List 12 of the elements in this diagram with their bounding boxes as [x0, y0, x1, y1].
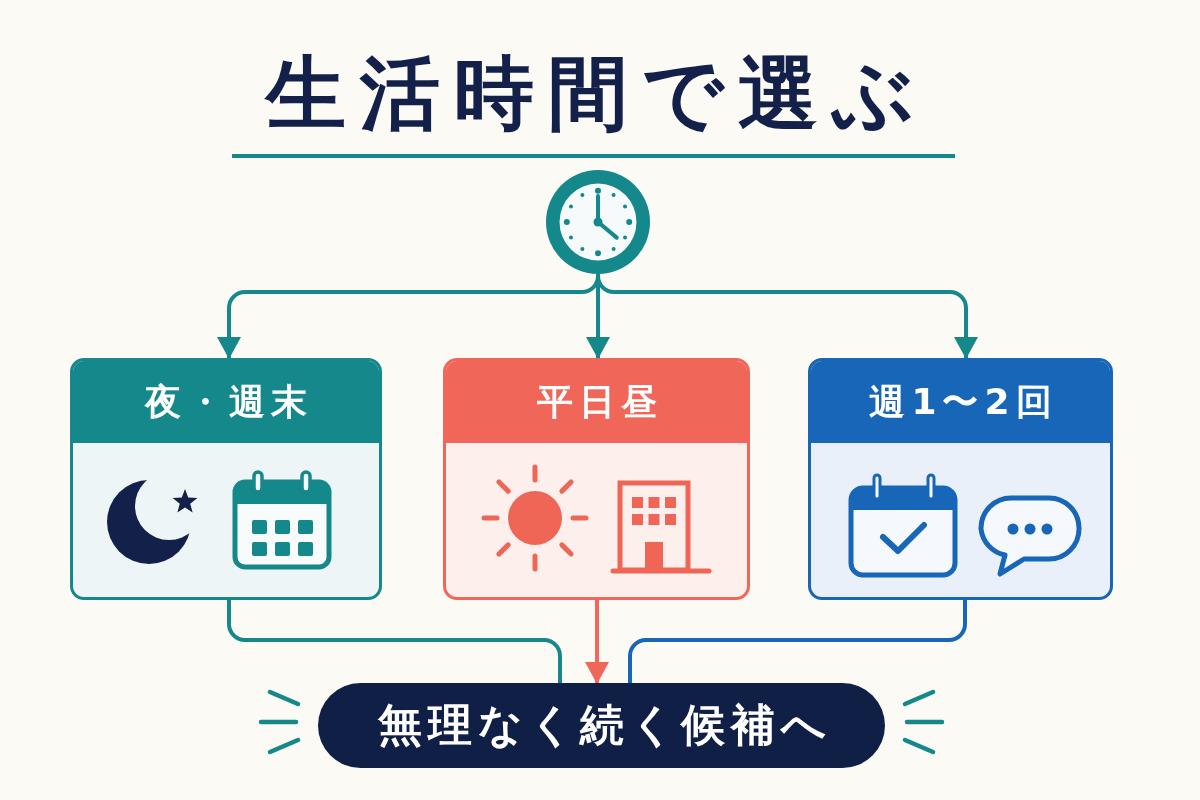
arrow	[585, 600, 609, 684]
category-card	[808, 358, 1113, 600]
clock-icon	[546, 170, 650, 274]
category-card	[70, 358, 382, 600]
category-card	[443, 358, 750, 600]
goal-pill: 無理なく続く候補へ	[318, 683, 885, 768]
title: 生活時間で選ぶ	[263, 50, 928, 138]
connector-line	[227, 600, 562, 683]
card-header: 平日昼	[446, 361, 747, 443]
connector-line	[628, 600, 967, 683]
card-header: 夜・週末	[73, 361, 379, 443]
card-header: 週1〜2回	[811, 361, 1110, 443]
